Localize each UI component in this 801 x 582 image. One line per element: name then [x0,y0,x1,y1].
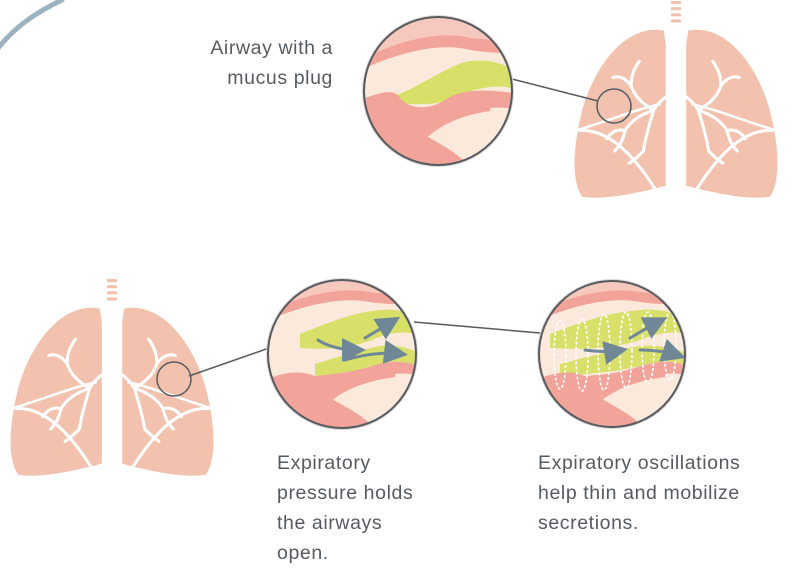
oscillating-airway [535,277,695,437]
caption-line: Airway with a [210,33,333,63]
caption-line: the airways [277,508,413,538]
caption-line: Expiratory oscillations [538,448,740,478]
caption-line: help thin and mobilize [538,478,740,508]
caption-line: mucus plug [210,63,333,93]
decorative-arc [0,0,62,60]
caption-line: Expiratory [277,448,413,478]
expiratory-oscillations-caption: Expiratory oscillations help thin and mo… [538,448,740,538]
connector-line-bottom-left [189,347,272,376]
lungs-icon-top [575,1,778,198]
open-airway-with-airflow [264,276,424,436]
caption-line: open. [277,538,413,568]
expiratory-pressure-caption: Expiratory pressure holds the airways op… [277,448,413,568]
connector-line-top [508,78,598,101]
caption-line: pressure holds [277,478,413,508]
connector-line-bottom-middle [414,322,540,333]
caption-line: secretions. [538,508,740,538]
mucus-plug-airway [360,14,520,174]
lungs-icon-bottom [11,279,214,476]
mucus-plug-caption: Airway with a mucus plug [210,33,333,93]
